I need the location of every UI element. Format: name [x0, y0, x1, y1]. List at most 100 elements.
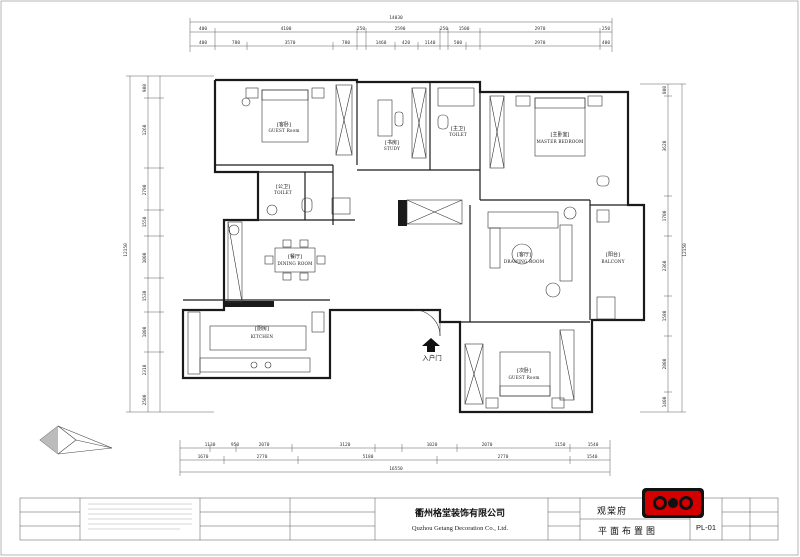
left-dim-2: 1260 [142, 124, 148, 135]
room-public-toilet-cn: [公卫] [276, 184, 290, 190]
bottom-dim-12: 2770 [498, 454, 509, 460]
room-public-toilet-en: TOILET [274, 190, 292, 195]
furniture [187, 87, 616, 409]
left-dim-6: 1530 [142, 290, 148, 301]
top-dim-4: 2590 [395, 26, 406, 32]
room-labels: [客卧] GUEST Room [书房] STUDY [主卫] TOILET [… [251, 121, 625, 380]
bottom-overall-dim: 16550 [389, 466, 403, 472]
room-living-cn: [客厅] [517, 251, 531, 258]
top-dim-5: 250 [440, 26, 448, 32]
bottom-dim-10: 2770 [257, 454, 268, 460]
top-dim-10: 780 [232, 40, 240, 46]
bottom-dim-13: 1540 [587, 454, 598, 460]
project-name: 观棠府 [597, 505, 627, 517]
bottom-dim-1: 1130 [205, 442, 216, 448]
room-guest-1-en: GUEST Room [268, 128, 299, 133]
top-dim-11: 3570 [285, 40, 296, 46]
top-dim-3: 250 [357, 26, 365, 32]
top-dim-17: 2970 [535, 40, 546, 46]
room-balcony-cn: [阳台] [606, 251, 620, 258]
red-stamp-logo [642, 488, 704, 518]
top-dim-18: 400 [602, 40, 610, 46]
bottom-dim-3: 2070 [259, 442, 270, 448]
top-dim-12: 780 [342, 40, 350, 46]
room-balcony-en: BALCONY [601, 259, 624, 264]
bottom-dim-9: 1670 [198, 454, 209, 460]
entry-door [413, 309, 441, 337]
study-desk [377, 99, 393, 137]
top-overall-dim: 14030 [389, 15, 403, 21]
exterior-walls [181, 78, 646, 414]
room-study-cn: [书房] [385, 139, 399, 146]
bottom-dim-7: 1150 [555, 442, 566, 448]
top-dim-13: 1460 [376, 40, 387, 46]
top-dim-7: 2970 [535, 26, 546, 32]
kitchen-counter [187, 311, 201, 375]
room-dining-en: DINING ROOM [277, 261, 313, 266]
sheet-code: PL-01 [696, 523, 716, 532]
top-dim-labels: 14030 400 4100 250 2590 250 1500 2970 25… [199, 15, 610, 46]
master-bed [534, 97, 586, 157]
title-block [19, 497, 779, 541]
left-dim-7: 1800 [142, 326, 148, 337]
left-dim-3: 2790 [142, 184, 148, 195]
left-dim-8: 2310 [142, 364, 148, 375]
room-master-bedroom-en: MASTER BEDROOM [536, 139, 584, 144]
room-master-bedroom-cn: [主卧室] [551, 131, 570, 138]
right-dim-7: 1400 [662, 396, 668, 407]
room-study-en: STUDY [384, 146, 400, 151]
room-living-en: DRAWING ROOM [504, 259, 545, 264]
right-dim-labels: 12150 800 3620 1700 2360 1580 2800 1400 [662, 86, 688, 408]
top-dim-8: 250 [602, 26, 610, 32]
top-dimensions [189, 18, 613, 52]
company-name-en: Quzhou Getang Decoration Co., Ltd. [412, 525, 509, 532]
sofa [487, 211, 559, 229]
entrance-label: 入户门 [422, 353, 442, 362]
left-dim-4: 1550 [142, 216, 148, 227]
bottom-dim-6: 2070 [482, 442, 493, 448]
left-dim-1: 900 [142, 84, 148, 92]
dining-table [274, 247, 316, 273]
right-dim-3: 1700 [662, 210, 668, 221]
right-dimensions [640, 83, 686, 413]
room-kitchen-cn: [厨房] [255, 325, 269, 332]
right-dim-2: 3620 [662, 140, 668, 151]
interior-walls [183, 80, 644, 323]
bottom-dim-5: 1020 [427, 442, 438, 448]
left-overall-dim: 12150 [123, 243, 129, 257]
right-dim-4: 2360 [662, 260, 668, 271]
top-dim-16: 500 [454, 40, 462, 46]
entrance-arrow-icon [422, 338, 440, 352]
left-dim-labels: 12150 900 1260 2790 1550 1000 1530 1800 … [123, 84, 148, 406]
bottom-dim-8: 1540 [588, 442, 599, 448]
room-kitchen-en: KITCHEN [251, 334, 274, 339]
right-overall-dim: 12150 [682, 243, 688, 257]
bottom-dim-11: 5180 [363, 454, 374, 460]
room-guest-2-en: GUEST Room [508, 375, 539, 380]
top-dim-2: 4100 [281, 26, 292, 32]
bottom-dim-2: 950 [231, 442, 239, 448]
left-dim-5: 1000 [142, 252, 148, 263]
bottom-dim-labels: 1130 950 2070 3120 1020 2070 1150 1540 1… [198, 442, 599, 472]
sheet-title: 平面布置图 [598, 525, 658, 537]
left-dim-9: 2500 [142, 394, 148, 405]
right-dim-1: 800 [662, 86, 668, 94]
room-dining-cn: [餐厅] [288, 253, 302, 260]
top-dim-6: 1500 [459, 26, 470, 32]
top-dim-1: 400 [199, 26, 207, 32]
right-dim-6: 2800 [662, 358, 668, 369]
wall-fills [224, 200, 407, 307]
top-dim-9: 400 [199, 40, 207, 46]
top-dim-15: 1140 [425, 40, 436, 46]
bottom-dimensions [179, 440, 611, 476]
company-name-cn: 衢州格堂装饰有限公司 [415, 507, 505, 519]
guest-bed-2 [499, 351, 551, 397]
right-dim-5: 1580 [662, 310, 668, 321]
room-guest-2-cn: [次卧] [517, 367, 531, 374]
compass-mark [39, 425, 113, 455]
room-master-toilet-cn: [主卫] [451, 125, 465, 132]
bottom-dim-4: 3120 [340, 442, 351, 448]
top-dim-14: 420 [402, 40, 410, 46]
